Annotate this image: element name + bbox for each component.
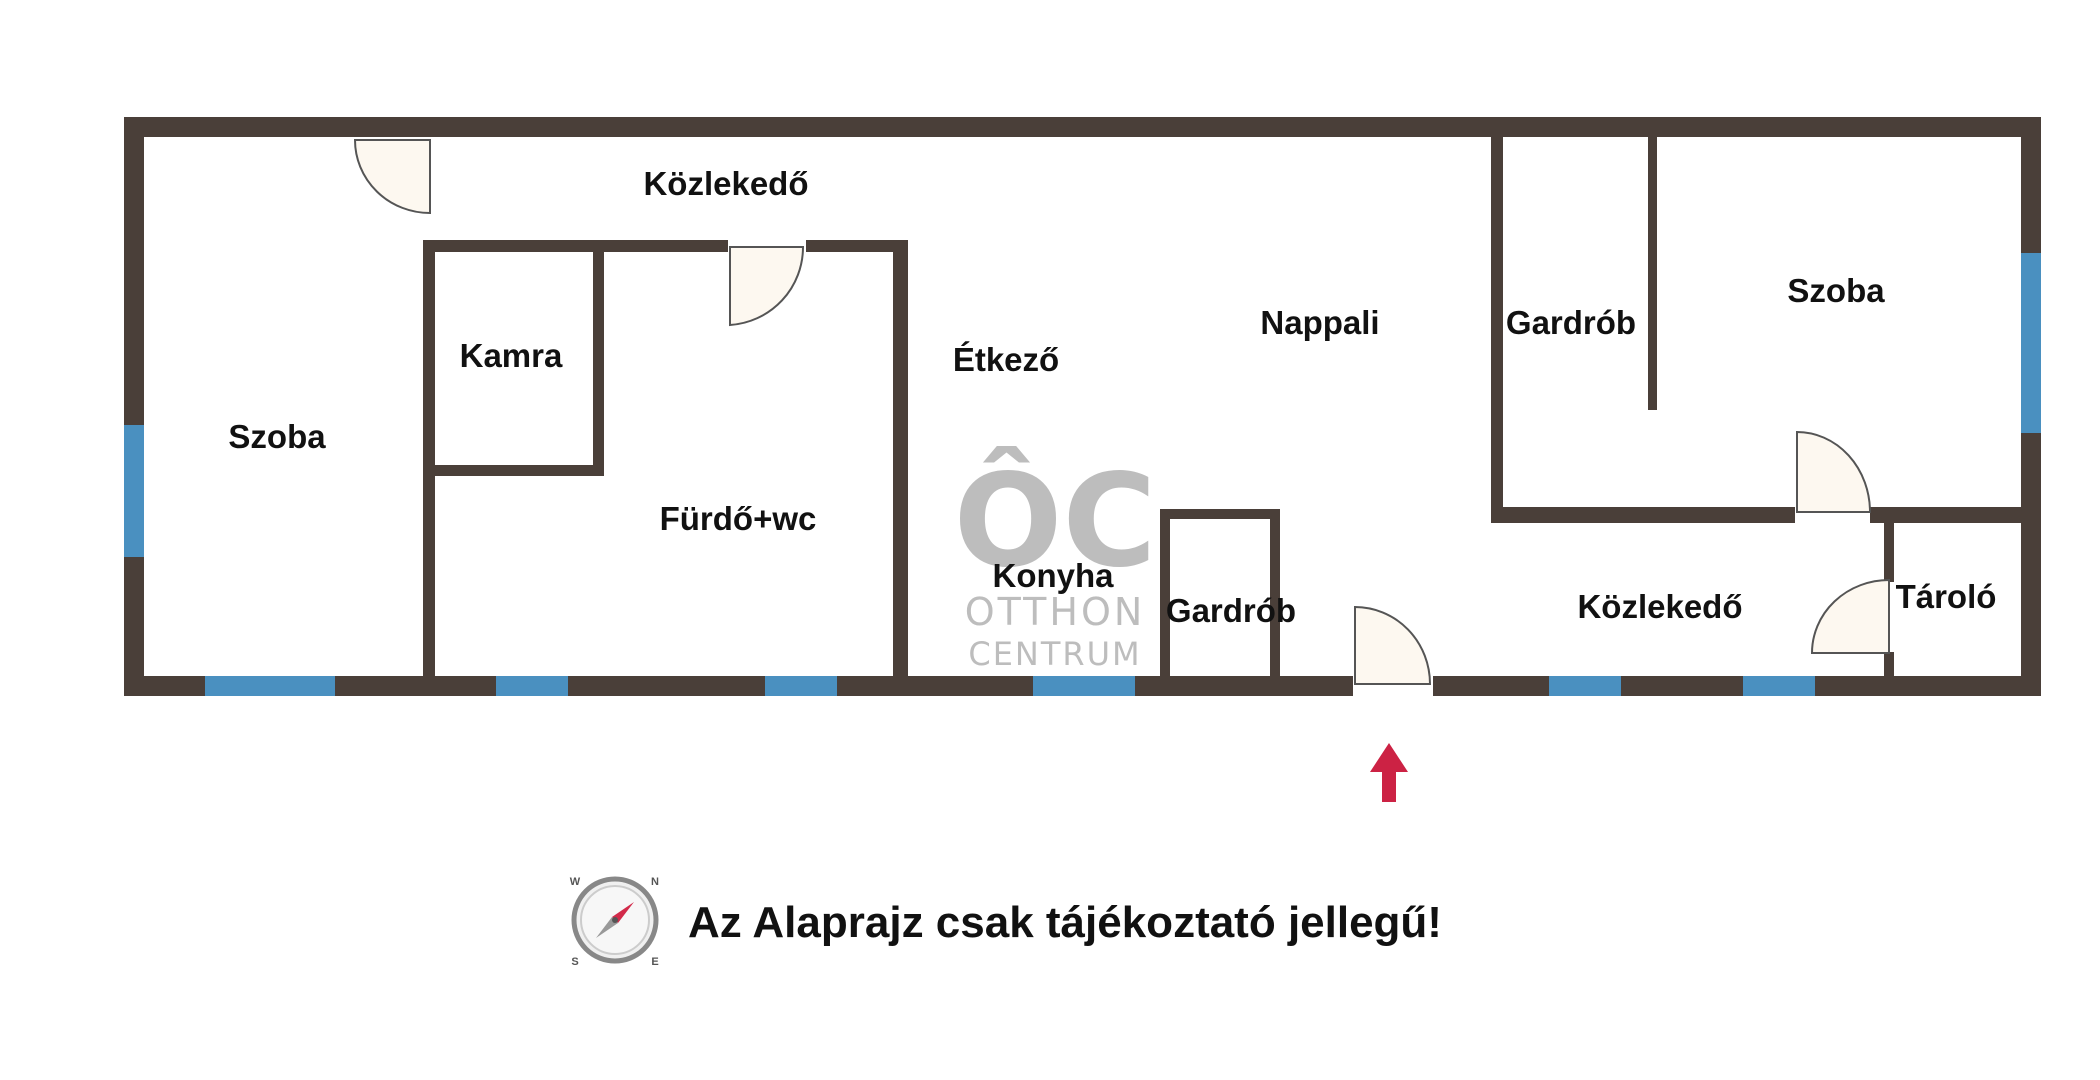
door-bath [729,246,805,327]
room-label-kamra: Kamra [460,337,563,374]
compass-w: W [570,876,581,888]
room-labels: Szoba Közlekedő Kamra Fürdő+wc Étkező Na… [228,165,1996,629]
compass-n: N [651,876,659,888]
wall-bath-top [429,240,906,252]
door-tarolo [1810,578,1890,654]
wall-right-block-bottom [1491,507,2031,523]
wall-bath-right [893,240,908,686]
room-label-gardrob-bottom: Gardrób [1166,592,1296,629]
wall-gardrob-mid [1648,135,1657,410]
wall-gardrob-small-left [1160,509,1170,686]
wall-top [124,117,2041,137]
room-label-etkezo: Étkező [953,341,1059,378]
disclaimer-text: Az Alaprajz csak tájékoztató jellegű! [688,898,1442,947]
watermark-logo: ÔC [954,446,1157,596]
arrow-up-icon [1370,743,1408,802]
wall-left [124,117,144,696]
window-bottom-2 [496,676,568,696]
door-szoba-right [1796,430,1872,513]
windows [124,253,2041,696]
room-label-gardrob-top: Gardrób [1506,304,1636,341]
compass-s: S [571,956,578,968]
wall-kamra-bottom [429,465,604,476]
wall-gardrob-small-right [1270,509,1280,686]
wall-szoba-right [423,240,435,686]
room-label-kozlekedo-bottom: Közlekedő [1577,588,1742,625]
door-szoba-left [353,139,431,215]
watermark-line1: OTTHON [965,590,1146,634]
room-label-szoba-right: Szoba [1787,272,1885,309]
watermark-line2: CENTRUM [968,635,1141,673]
room-label-kozlekedo-top: Közlekedő [643,165,808,202]
room-label-furdo: Fürdő+wc [660,500,817,537]
window-bottom-1 [205,676,335,696]
wall-gardrob-small-top [1160,509,1280,519]
room-label-nappali: Nappali [1260,304,1379,341]
window-bottom-5 [1549,676,1621,696]
window-bottom-4 [1033,676,1135,696]
doors [353,137,1894,696]
window-right-wall [2021,253,2041,433]
wall-gardrob-left [1491,135,1503,523]
compass-e: E [651,956,658,968]
room-label-szoba-left: Szoba [228,418,326,455]
watermark: ÔC OTTHON CENTRUM [954,446,1157,673]
compass-icon: N W S E [570,876,659,968]
door-entrance [1354,605,1432,685]
window-left-wall [124,425,144,557]
window-bottom-3 [765,676,837,696]
room-label-tarolo: Tároló [1896,578,1997,615]
room-label-konyha: Konyha [992,557,1114,594]
window-bottom-6 [1743,676,1815,696]
wall-kamra-right [593,246,604,476]
